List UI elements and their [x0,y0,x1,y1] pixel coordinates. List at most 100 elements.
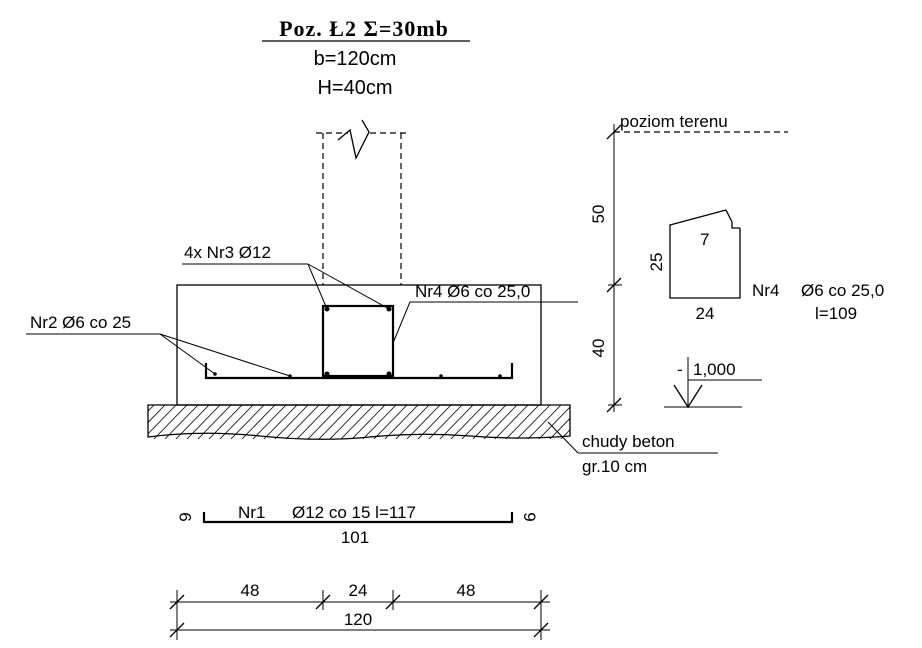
stirrup-shape [669,209,741,299]
bar-dot [498,374,502,378]
stirrup-length-label: l=109 [815,304,857,323]
hatch-line [285,405,320,439]
hatch-line [197,405,232,439]
dim-left-value: 48 [241,581,260,600]
bar-nr1-nr: Nr1 [238,503,265,522]
bottom-bar-nr2 [204,363,514,380]
hatch-line [373,405,408,439]
hatch-line [263,405,298,439]
dim-tick [315,594,331,610]
nr3-leader [307,263,390,310]
nr4-leader [392,301,411,344]
header: Poz. Ł2 Σ=30mb b=120cm H=40cm [262,16,470,99]
level-mark-triangle [673,384,703,409]
stirrup-detail: 7 25 24 Nr4 Ø6 co 25,0 l=109 [647,209,884,323]
nr2-leader [159,333,291,377]
hatch-line [148,405,177,435]
hatch-line [483,405,518,439]
hatch-line [274,405,309,439]
lean-concrete-hatch [148,405,570,439]
bar-nr1-spec: Ø12 co 15 l=117 [292,503,416,522]
dim-right-value: 48 [457,581,476,600]
hatch-line [230,405,265,439]
hatch-line [417,405,452,439]
hatch-line [439,405,474,439]
dim-total-value: 120 [344,610,372,629]
bar-nr1-shape [202,512,514,524]
bar-nr1-hook-right: 9 [520,512,539,521]
bar-dot [439,374,443,378]
hatch-line [252,405,287,439]
hatch-line [208,405,243,439]
width-dimensions: 48 24 48 120 [169,581,550,640]
stirrup-height-value: 25 [647,253,666,272]
hatch-line [560,429,570,439]
hatch-line [450,405,485,439]
hatch-line [461,405,496,439]
nr3-label: 4x Nr3 Ø12 [184,243,271,262]
hatch-line [153,405,188,439]
hatch-line [175,405,210,439]
stirrup-hook [731,222,740,229]
hatch-line [494,405,529,439]
drawing-title: Poz. Ł2 Σ=30mb [279,16,449,41]
wall-break-symbol [337,119,370,160]
footing-height-label: H=40cm [317,77,392,99]
dim-tick [385,594,401,610]
hatch-line [395,405,430,439]
elevation-dimension: poziom terenu 50 40 [589,112,788,413]
dim-tick [169,622,185,638]
dim-tick [533,622,549,638]
hatch-line [538,406,570,439]
wall-outline [316,119,406,285]
dim-tick [533,594,549,610]
hatch-line [384,405,419,439]
dim-middle-value: 24 [349,581,368,600]
nr3-leader [307,263,328,310]
hatch-line [549,417,570,439]
footing-outline [176,284,542,406]
stirrup-hook-end [725,209,733,223]
footing-width-label: b=120cm [314,48,397,70]
bar-nr1-length: 101 [341,528,369,547]
bar-nr1-hook-left: 9 [176,512,195,521]
lean-concrete-thickness: gr.10 cm [582,457,647,476]
hatch-line [351,405,386,439]
hatch-line [516,405,551,439]
bar-dot [324,371,330,377]
hatch-line [318,405,353,439]
elevation-dim-lower: 40 [589,339,608,358]
level-mark-value: 1,000 [693,360,736,379]
lean-concrete-label: chudy beton [582,432,675,451]
hatch-line [340,405,375,439]
lean-concrete-layer [147,404,571,440]
hatch-line [362,405,397,439]
hatch-line [472,405,507,439]
hatch-line [241,405,276,439]
hatch-line [329,405,364,439]
level-mark: - 1,000 [664,357,762,409]
ground-level-label: poziom terenu [620,112,728,131]
hatch-line [164,405,199,439]
dim-tick [169,594,185,610]
stirrup-nr-label: Nr4 [752,281,779,300]
hatch-line [186,405,221,439]
bar-dot [386,371,392,377]
stirrup-hook-value: 7 [700,230,709,249]
lean-concrete-outline [147,404,571,440]
stirrup-nr4 [321,304,395,378]
elevation-dim-upper: 50 [589,205,608,224]
stirrup-width-value: 24 [696,304,715,323]
footing-section [176,284,542,406]
callouts: 4x Nr3 Ø12 Nr4 Ø6 co 25,0 Nr2 Ø6 co 25 c… [26,243,718,476]
nr4-label: Nr4 Ø6 co 25,0 [415,282,530,301]
hatch-line [307,405,342,439]
stirrup-spec-label: Ø6 co 25,0 [801,281,884,300]
nr2-label: Nr2 Ø6 co 25 [30,313,131,332]
hatch-line [148,405,155,412]
hatch-line [505,405,540,439]
bar-nr1-schedule: 9 9 Nr1 Ø12 co 15 l=117 101 [176,503,539,547]
hatch-line [406,405,441,439]
lean-concrete-leader [547,421,579,454]
